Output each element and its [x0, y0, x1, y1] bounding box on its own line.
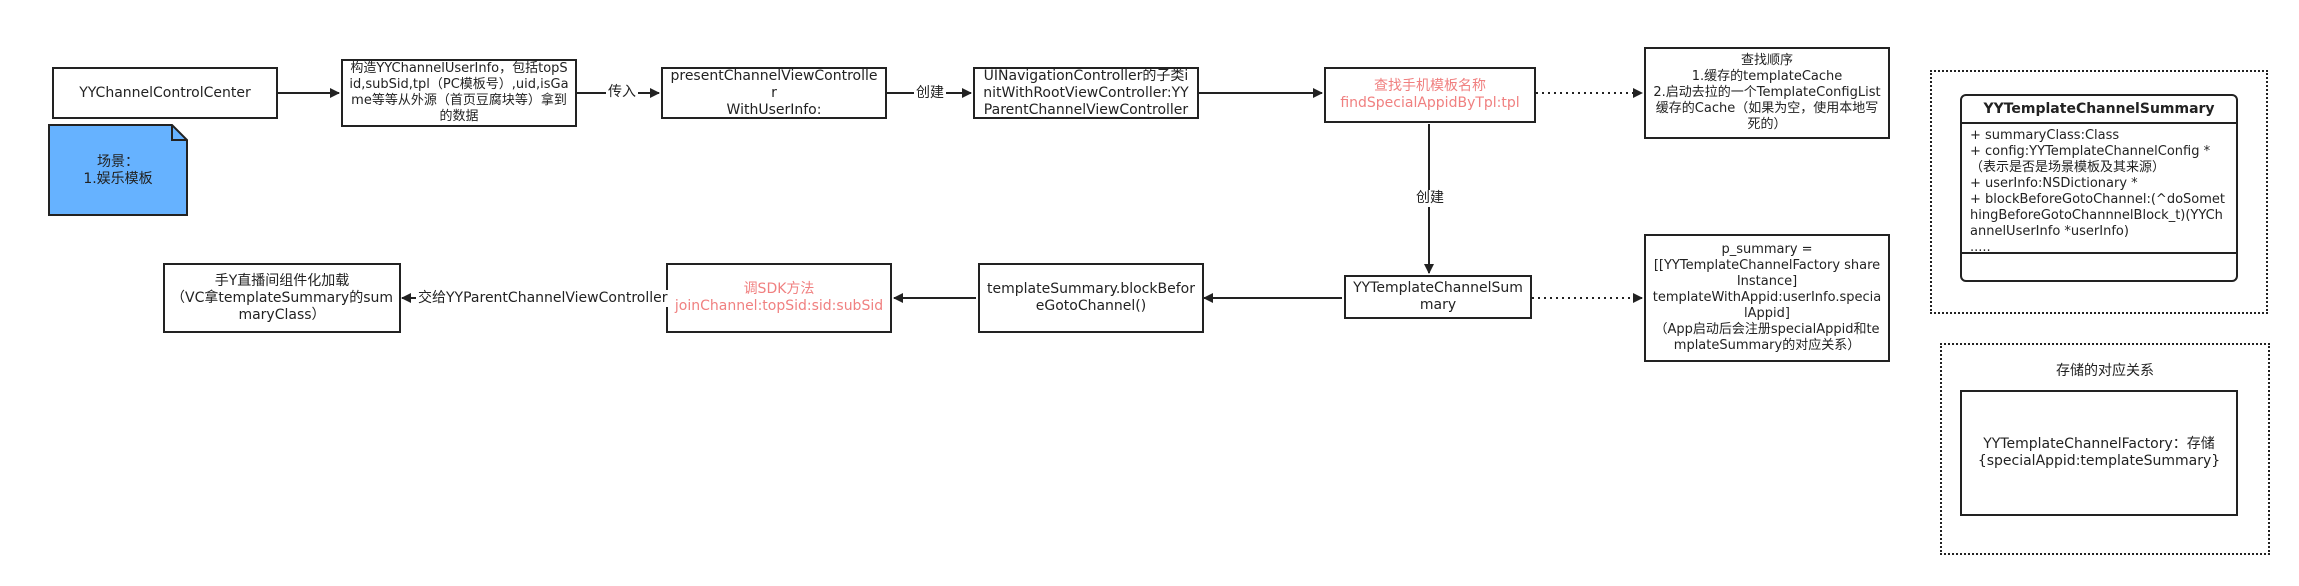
node-construct-user-info: 构造YYChannelUserInfo，包括topSid,subSid,tpl（…	[341, 59, 577, 127]
scene-note: 场景： 1.娱乐模板	[83, 154, 153, 187]
scene-note-shape	[48, 124, 188, 216]
node-navigation-controller: UINavigationController的子类initWithRootVie…	[973, 67, 1199, 119]
class-operations	[1962, 252, 2236, 280]
edge-label-pass-in: 传入	[606, 84, 638, 101]
edge-label-create-1: 创建	[914, 85, 946, 102]
node-lookup-order: 查找顺序 1.缓存的templateCache 2.启动去拉的一个Templat…	[1644, 47, 1890, 139]
node-join-channel: 调SDK方法 joinChannel:topSid:sid:subSid	[666, 263, 892, 333]
node-template-summary: YYTemplateChannelSummary	[1344, 275, 1532, 319]
class-title: YYTemplateChannelSummary	[1962, 96, 2236, 124]
node-storage: YYTemplateChannelFactory：存储 {specialAppi…	[1960, 390, 2238, 516]
node-present-channel-vc: presentChannelViewController WithUserInf…	[661, 67, 887, 119]
node-p-summary: p_summary = [[YYTemplateChannelFactory s…	[1644, 234, 1890, 362]
edge-label-hand-over: 交给YYParentChannelViewController	[416, 290, 670, 307]
node-find-template: 查找手机模板名称 findSpecialAppidByTpl:tpl	[1324, 67, 1536, 123]
node-control-center: YYChannelControlCenter	[52, 67, 278, 119]
class-region	[1930, 70, 2268, 314]
node-component-load: 手Y直播间组件化加载 （VC拿templateSummary的summaryCl…	[163, 263, 401, 333]
edge-label-create-2: 创建	[1414, 190, 1446, 207]
class-template-channel-summary: YYTemplateChannelSummary + summaryClass:…	[1960, 94, 2238, 282]
storage-region	[1940, 343, 2270, 555]
storage-title: 存储的对应关系	[2056, 363, 2154, 379]
class-attributes: + summaryClass:Class + config:YYTemplate…	[1970, 128, 2225, 255]
node-block-before-goto: templateSummary.blockBeforeGotoChannel()	[978, 263, 1204, 333]
